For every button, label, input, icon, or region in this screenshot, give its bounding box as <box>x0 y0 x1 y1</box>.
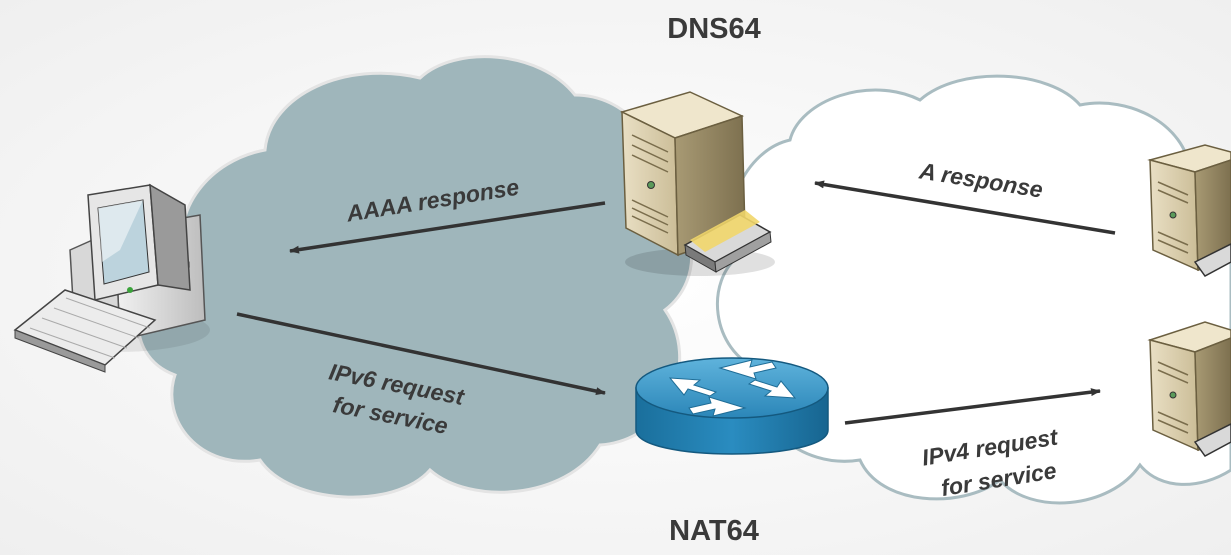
ipv4-cloud <box>716 74 1231 505</box>
nat64-title: NAT64 <box>669 515 759 547</box>
ipv4-request-arrow <box>844 388 1101 425</box>
client-computer-icon <box>13 183 210 373</box>
ipv6-request-arrow <box>236 312 606 396</box>
nat64-router-icon <box>635 357 829 455</box>
dns64-title: DNS64 <box>667 13 761 45</box>
dns64-server-icon <box>619 91 775 276</box>
aaaa-response-arrow <box>289 201 606 254</box>
ipv4-service-server-icon <box>1147 321 1231 457</box>
a-response-arrow <box>814 180 1116 235</box>
ipv6-cloud <box>137 55 694 499</box>
ipv4-dns-server-icon <box>1147 144 1231 277</box>
